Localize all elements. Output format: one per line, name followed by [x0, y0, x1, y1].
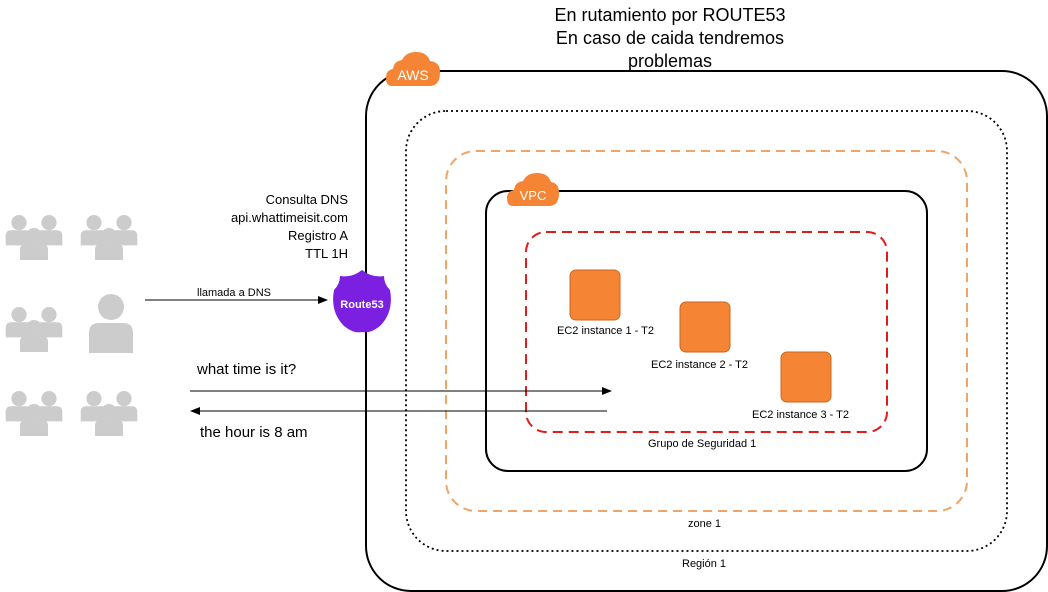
- title-line-3: problemas: [627, 51, 713, 71]
- ec2-instance-2-label: EC2 instance 2 - T2: [651, 359, 749, 371]
- dns-query-info: Consulta DNS api.whattimeisit.com Regist…: [200, 191, 348, 263]
- ec2-instance-3-label: EC2 instance 3 - T2: [752, 409, 850, 421]
- vpc-container: [485, 190, 928, 472]
- user-group-icon: [81, 391, 138, 436]
- user-group-icon: [81, 215, 138, 260]
- ec2-instance-1-label: EC2 instance 1 - T2: [557, 325, 655, 337]
- security-group-label: Grupo de Seguridad 1: [648, 438, 757, 450]
- diagram-title: En rutamiento por ROUTE53 En caso de cai…: [500, 4, 840, 73]
- response-label: the hour is 8 am: [200, 424, 308, 441]
- security-group-container: [525, 231, 888, 433]
- region-label: Región 1: [682, 558, 727, 570]
- user-group-icon: [6, 391, 63, 436]
- user-icon: [89, 294, 133, 353]
- route53-icon[interactable]: Route53: [333, 270, 391, 333]
- user-group-icon: [6, 215, 63, 260]
- ec2-icon[interactable]: [569, 269, 621, 321]
- dns-query-line-2: api.whattimeisit.com: [230, 210, 348, 225]
- aws-badge-label: AWS: [397, 67, 428, 83]
- dns-query-line-4: TTL 1H: [305, 246, 348, 261]
- title-line-1: En rutamiento por ROUTE53: [554, 5, 786, 25]
- subnet-container: [445, 150, 968, 512]
- aws-cloud-icon: AWS: [386, 52, 440, 86]
- ec2-icon[interactable]: [780, 351, 832, 403]
- ec2-icon[interactable]: [679, 301, 731, 353]
- vpc-cloud-icon: VPC: [507, 173, 559, 206]
- title-line-2: En caso de caida tendremos: [555, 28, 785, 48]
- dns-query-line-3: Registro A: [288, 228, 348, 243]
- route53-label: Route53: [340, 299, 383, 311]
- dns-query-line-1: Consulta DNS: [265, 192, 348, 207]
- zone-container: [405, 110, 1008, 552]
- zone-label: zone 1: [688, 518, 722, 530]
- dns-call-label: llamada a DNS: [197, 287, 271, 299]
- vpc-badge-label: VPC: [520, 188, 547, 203]
- user-group-icon: [6, 307, 63, 352]
- request-label: what time is it?: [197, 361, 297, 378]
